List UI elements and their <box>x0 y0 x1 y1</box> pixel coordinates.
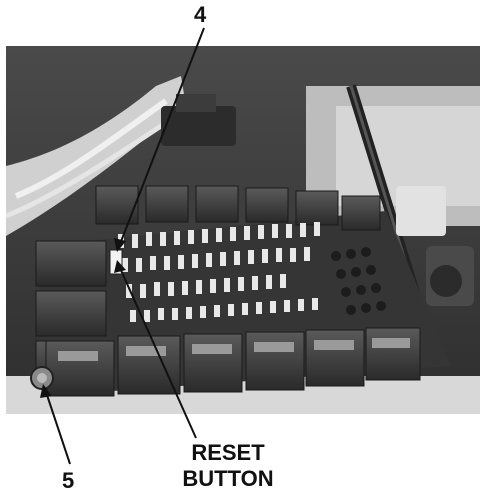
callout-item-5: 5 <box>62 468 75 493</box>
callout-item-4: 4 <box>194 2 207 27</box>
fuse-panel-photo <box>6 46 480 414</box>
callout-reset-line2: BUTTON <box>182 466 274 491</box>
callout-reset-line1: RESET <box>191 440 265 465</box>
callout-reset-button: RESET BUTTON <box>178 440 278 492</box>
